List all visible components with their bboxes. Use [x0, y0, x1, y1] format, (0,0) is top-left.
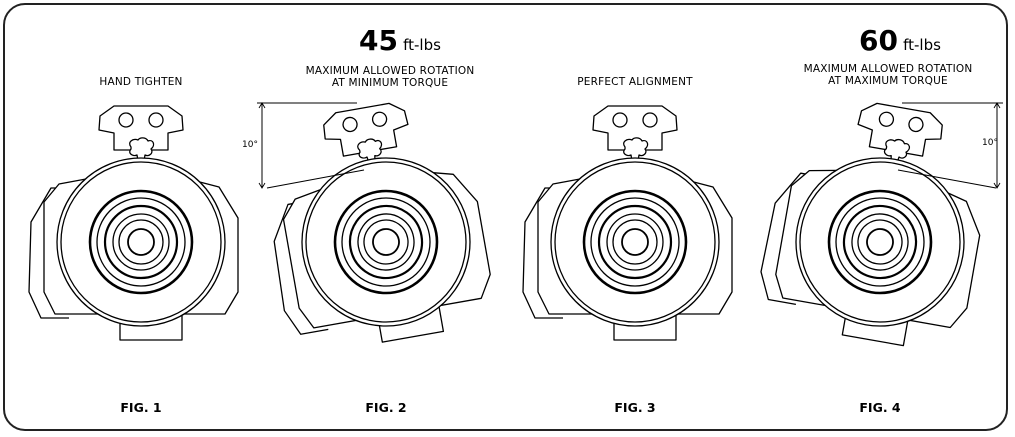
fig4-fitting	[751, 87, 1001, 357]
fig3-fitting	[521, 104, 734, 342]
fig2-label: FIG. 2	[365, 400, 407, 415]
diagram-frame	[3, 3, 1008, 431]
fig1-label: FIG. 1	[120, 400, 162, 415]
fig4-label: FIG. 4	[859, 400, 901, 415]
fig3-caption: PERFECT ALIGNMENT	[577, 76, 693, 88]
fig2-fitting	[250, 89, 500, 360]
fig2-angle-label: 10°	[242, 140, 258, 150]
fig4-caption-line1: MAXIMUM ALLOWED ROTATION	[803, 63, 973, 75]
fig4-angle-indicator	[897, 102, 1003, 189]
fig4-torque-unit: ft-lbs	[903, 36, 941, 54]
fig4-angle-label: 10°	[982, 138, 998, 148]
fig2-angle-indicator	[257, 102, 365, 189]
fig2-torque: 45 ft-lbs	[300, 26, 500, 60]
fig1-fitting	[27, 104, 240, 342]
fig2-caption-line2: AT MINIMUM TORQUE	[331, 77, 449, 89]
fig3-label: FIG. 3	[614, 400, 656, 415]
fig4-caption-line2: AT MAXIMUM TORQUE	[828, 75, 948, 87]
fig4-torque: 60 ft-lbs	[800, 26, 1000, 60]
fig4-torque-value: 60	[859, 24, 899, 57]
fig2-torque-unit: ft-lbs	[403, 36, 441, 54]
fig2-torque-value: 45	[359, 24, 399, 57]
fig1-caption: HAND TIGHTEN	[99, 76, 183, 88]
fig2-caption-line1: MAXIMUM ALLOWED ROTATION	[305, 65, 475, 77]
